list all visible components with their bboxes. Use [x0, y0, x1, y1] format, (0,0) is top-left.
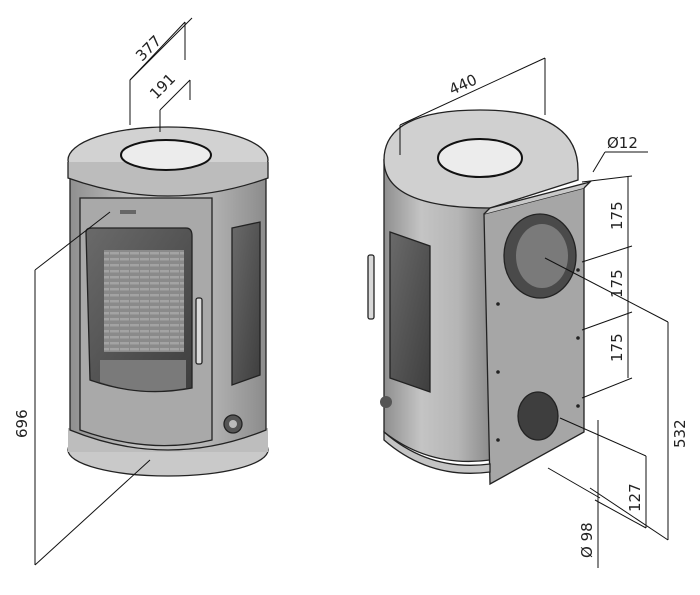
dim-175-middle: 175 [608, 269, 626, 298]
dim-440: 440 [446, 71, 479, 99]
dim-696: 696 [13, 409, 31, 438]
dim-175-top: 175 [608, 201, 626, 230]
front-grate [100, 360, 186, 391]
dim-532: 532 [671, 419, 689, 448]
rear-view-stove [367, 109, 593, 486]
rear-side-glass [389, 231, 431, 393]
front-view-stove [67, 126, 269, 477]
dimension-lines [34, 17, 669, 568]
front-flue-opening [120, 139, 212, 171]
dim-175-bottom: 175 [608, 333, 626, 362]
dim-191: 191 [146, 70, 179, 103]
dim-377: 377 [132, 32, 165, 65]
front-door-handle [195, 297, 203, 365]
rear-air-inlet [517, 391, 559, 441]
front-top-edge [67, 162, 269, 197]
dim-air-inlet-diameter: Ø 98 [578, 522, 596, 558]
front-side-glass [231, 221, 261, 386]
front-logo-badge [120, 210, 136, 214]
rear-flue-opening [437, 138, 523, 178]
front-firebrick [104, 250, 184, 352]
dim-bolt-hole: Ø12 [607, 134, 638, 152]
rear-control-knob [380, 396, 392, 408]
dim-127: 127 [626, 483, 644, 512]
rear-door-handle [367, 254, 375, 320]
